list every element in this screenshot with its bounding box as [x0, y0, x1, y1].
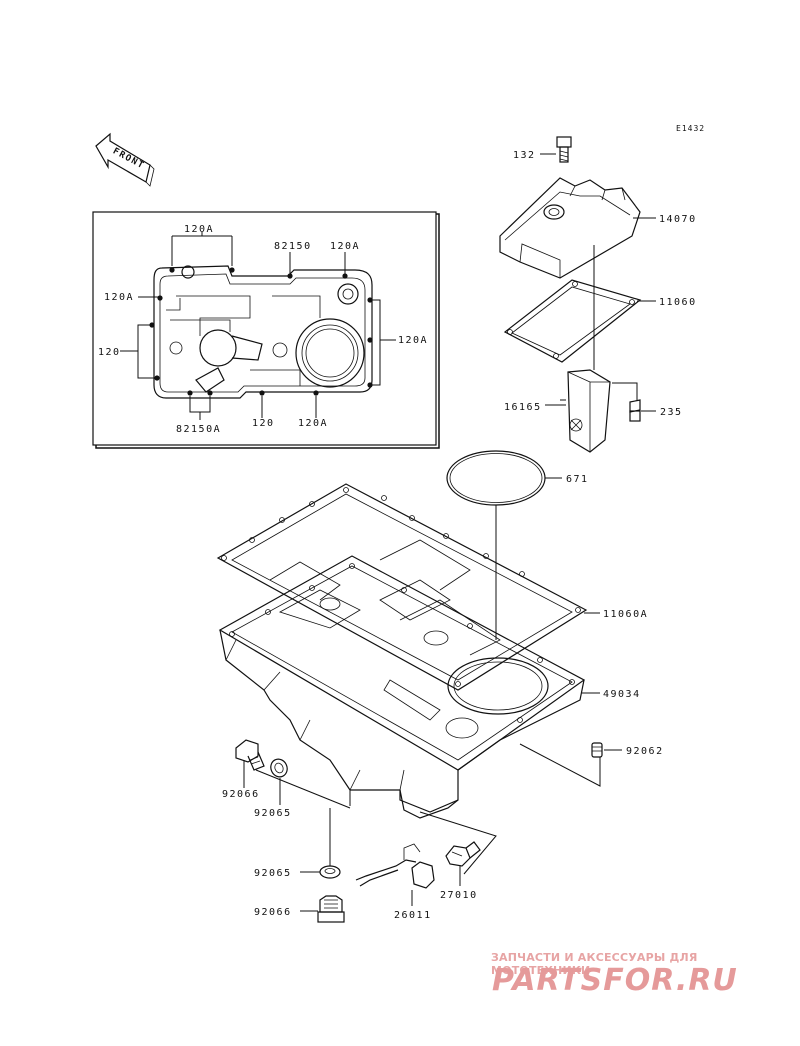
bolt-132	[556, 136, 572, 163]
oil-pressure-switch-27010	[445, 841, 481, 867]
gasket-11060a	[216, 483, 588, 691]
inset-label-120-bottom: 120	[252, 418, 275, 429]
label-92065-upper: 92065	[254, 808, 292, 819]
label-14070: 14070	[659, 214, 697, 225]
drain-plug-92066-upper	[235, 739, 265, 771]
inset-label-82150: 82150	[274, 241, 312, 252]
leader-lines	[243, 153, 656, 912]
inset-label-120a-top-right: 120A	[330, 241, 360, 252]
inset-label-120a-top: 120A	[184, 224, 214, 235]
inset-label-120a-bottom: 120A	[298, 418, 328, 429]
gasket-11060	[503, 279, 642, 363]
inset-label-120a-right: 120A	[398, 335, 428, 346]
front-label: FRONT	[111, 146, 146, 171]
lead-wire-26011	[355, 843, 435, 889]
front-arrow-icon: FRONT	[95, 132, 155, 187]
watermark-logo: PARTSFOR.RU	[492, 963, 738, 998]
label-92065-lower: 92065	[254, 868, 292, 879]
label-92066-upper: 92066	[222, 789, 260, 800]
inset-label-82150a: 82150A	[176, 424, 221, 435]
label-27010: 27010	[440, 890, 478, 901]
oil-pan-cover-14070	[499, 177, 641, 279]
washer-92065-upper	[270, 758, 288, 778]
label-26011: 26011	[394, 910, 432, 921]
strainer-16165	[567, 369, 611, 453]
diagram-reference-code: E1432	[676, 124, 706, 133]
inset-oil-pan-bottom-view	[120, 232, 396, 420]
watermark-subtitle: ЗАПЧАСТИ И АКСЕССУАРЫ ДЛЯ МОТОТЕХНИКИ	[491, 951, 698, 977]
washer-92065-lower	[319, 865, 341, 879]
label-92062: 92062	[626, 746, 664, 757]
label-11060: 11060	[659, 297, 697, 308]
label-49034: 49034	[603, 689, 641, 700]
inset-label-120a-left: 120A	[104, 292, 134, 303]
drain-plug-92066-lower	[317, 895, 345, 923]
label-671: 671	[566, 474, 589, 485]
label-132: 132	[513, 150, 536, 161]
oil-pan-49034	[218, 555, 586, 819]
label-235: 235	[660, 407, 683, 418]
inset-box	[92, 211, 440, 449]
bolt-235	[629, 399, 641, 422]
o-ring-671	[446, 450, 546, 506]
label-11060a: 11060A	[603, 609, 648, 620]
label-16165: 16165	[504, 402, 542, 413]
inset-label-120-left: 120	[98, 347, 121, 358]
dowel-92062	[591, 742, 603, 758]
label-92066-lower: 92066	[254, 907, 292, 918]
